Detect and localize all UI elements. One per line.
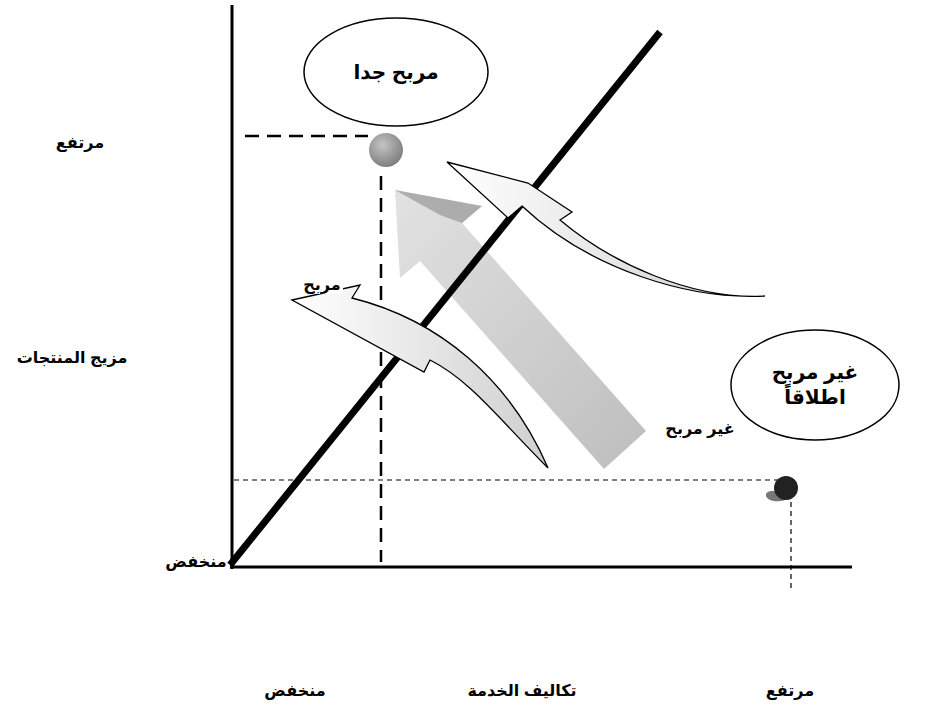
ellipse-outline <box>730 329 900 441</box>
profit-ellipse: غير مربح اطلاقاً <box>730 329 900 441</box>
zone-label: غير مربح <box>663 419 736 438</box>
profit-ellipse: مربح جدا <box>303 17 489 127</box>
axis-title: مزيج المنتجات <box>15 348 130 367</box>
ellipse-text: مربح جدا <box>353 60 438 85</box>
axis-high-label: مرتفع <box>764 681 816 700</box>
zone-label: مربح <box>301 275 342 294</box>
axis-low-label: منخفض <box>163 552 228 571</box>
ellipse-text: غير مربح اطلاقاً <box>765 360 865 410</box>
axis-high-label: مرتفع <box>54 133 106 152</box>
axis-title: تكاليف الخدمة <box>465 681 578 700</box>
axis-low-label: منخفض <box>262 681 327 700</box>
